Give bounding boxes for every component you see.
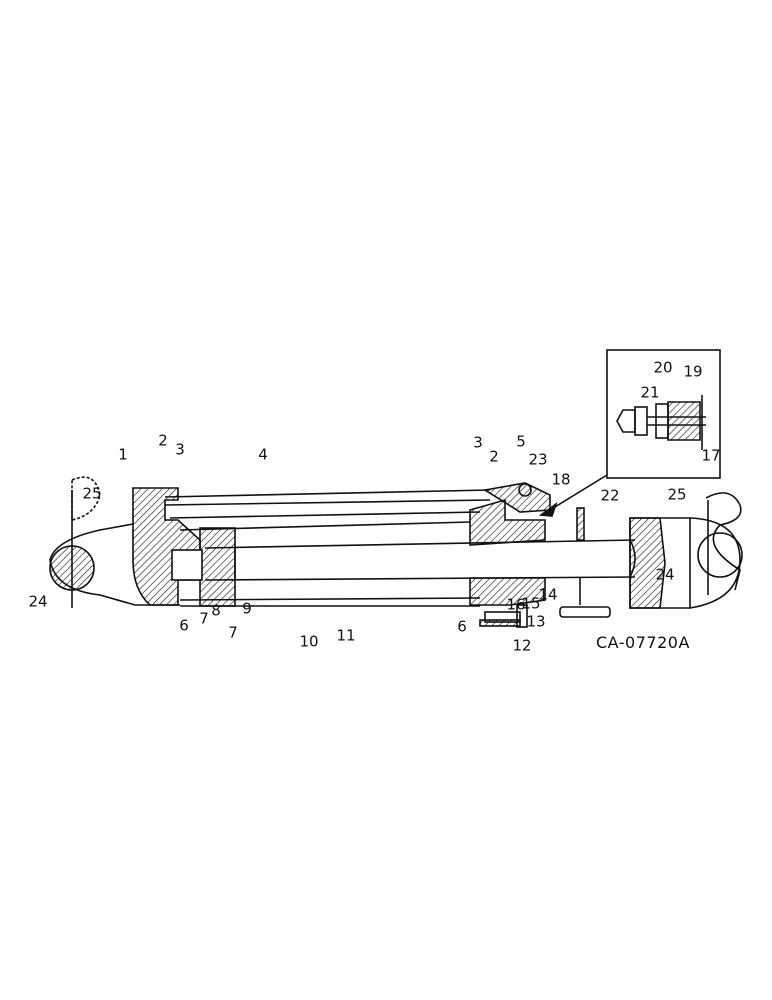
callout-15: 15 [521, 594, 541, 613]
callout-22: 22 [600, 486, 620, 505]
left-clevis [49, 476, 180, 608]
callout-1: 1 [118, 445, 128, 464]
callout-8: 8 [211, 601, 221, 620]
callout-20: 20 [653, 358, 673, 377]
bleeder-valve-detail [616, 395, 706, 450]
gland-nut [482, 482, 551, 513]
callout-6: 6 [179, 616, 189, 635]
piston-rod [204, 539, 636, 581]
callout-10: 10 [299, 632, 319, 651]
callout-2: 2 [489, 447, 499, 466]
callout-25: 25 [667, 485, 687, 504]
detail-inset [606, 349, 721, 479]
callout-14: 14 [538, 585, 558, 604]
piston [199, 527, 236, 607]
callout-5: 5 [516, 432, 526, 451]
callout-24: 24 [655, 565, 675, 584]
callout-13: 13 [526, 612, 546, 631]
callout-4: 4 [258, 445, 268, 464]
callout-18: 18 [551, 470, 571, 489]
callout-3: 3 [473, 433, 483, 452]
callout-11: 11 [336, 626, 356, 645]
callout-9: 9 [242, 599, 252, 618]
callout-17: 17 [701, 446, 721, 465]
callout-12: 12 [512, 636, 532, 655]
drawing-code: CA-07720A [596, 633, 690, 652]
callout-7: 7 [228, 623, 238, 642]
callout-21: 21 [640, 383, 660, 402]
callout-25: 25 [82, 484, 102, 503]
callout-3: 3 [175, 440, 185, 459]
callout-16: 16 [506, 595, 526, 614]
callout-6: 6 [457, 617, 467, 636]
callout-23: 23 [528, 450, 548, 469]
callout-7: 7 [199, 609, 209, 628]
callout-19: 19 [683, 362, 703, 381]
callout-24: 24 [28, 592, 48, 611]
callout-2: 2 [158, 431, 168, 450]
